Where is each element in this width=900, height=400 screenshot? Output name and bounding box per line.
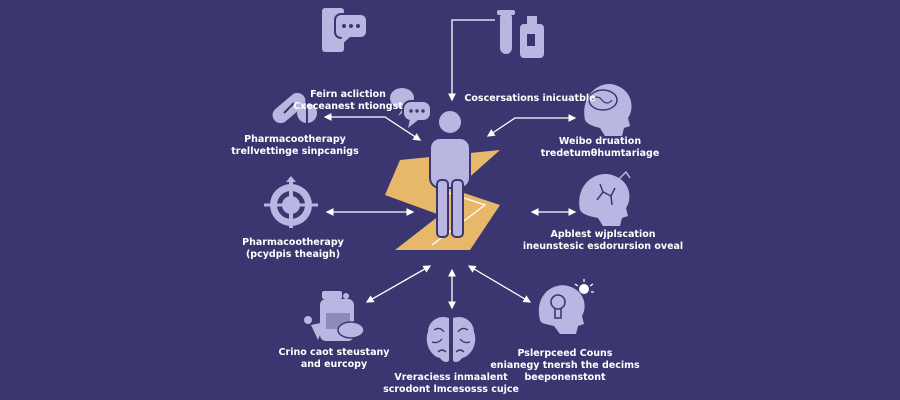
- label-line: Coscersations inicuatble: [464, 93, 596, 104]
- lightbulb-head-icon: [538, 279, 594, 334]
- test-tube-bottle-icon: [497, 10, 544, 58]
- brain-head-icon: [584, 84, 632, 136]
- label-line: beeponenstont: [524, 372, 606, 383]
- arrow-pills: [323, 113, 422, 141]
- medicine-bottle-icon: [304, 291, 365, 341]
- label-line: tredetumθhumtariage: [540, 148, 660, 159]
- label-line: Crino caot steustany: [278, 347, 390, 358]
- label-line: Apblest wjplscation: [550, 229, 656, 240]
- label-line: Vreraciess inmaalent: [394, 372, 508, 383]
- label-line: enianegy tnersh the decims: [490, 360, 640, 371]
- label-mid-left: Pharmacootherapy(pcydpis theaigh): [242, 237, 344, 261]
- label-line: scrodont lmcesosss cujce: [383, 384, 519, 395]
- label-line: Pharmacootherapy: [242, 237, 344, 248]
- pills-icon: [272, 92, 317, 124]
- label-line: Feirn acliction: [310, 89, 386, 100]
- target-icon: [264, 176, 318, 228]
- arrow-lightbulb: [467, 265, 532, 303]
- person-icon: [429, 109, 471, 238]
- label-top-right: Coscersations inicuatble: [464, 93, 595, 105]
- label-line: Pslerpceed Couns: [517, 348, 613, 359]
- label-line: ineunstesic esdorursion oveal: [522, 241, 684, 252]
- label-line: Cxeceanest ntiongst: [293, 101, 403, 112]
- arrow-brain-head: [486, 114, 577, 137]
- label-line: and eurcopy: [300, 359, 368, 370]
- arrow-top: [448, 19, 495, 102]
- speech-bubbles-icon: [390, 88, 432, 128]
- label-line: trellvettinge sinpcanigs: [231, 146, 359, 157]
- molecule-head-icon: [579, 170, 631, 226]
- arrow-bottle: [365, 265, 432, 303]
- brain-icon: [426, 316, 476, 362]
- arrows: [323, 19, 577, 310]
- label-line: Pharmacootherapy: [244, 134, 346, 145]
- label-line: (pcydpis theaigh): [245, 249, 341, 260]
- label-line: Weibo druation: [558, 136, 642, 147]
- chat-phone-icon: [322, 8, 368, 52]
